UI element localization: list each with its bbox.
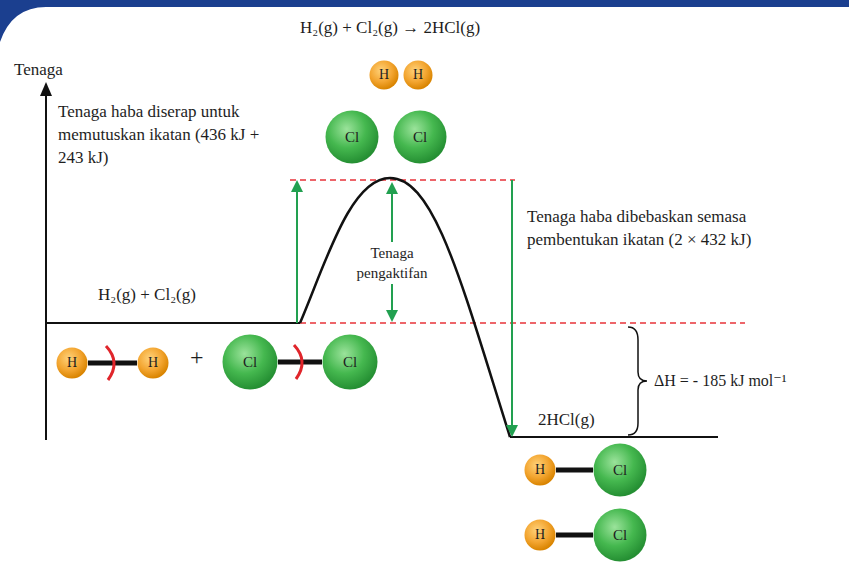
product-label: 2HCl(g) <box>538 408 595 431</box>
corner-band <box>0 0 849 42</box>
hydrogen-atom: H <box>56 347 88 379</box>
atom-symbol: H <box>56 347 88 379</box>
absorbed-energy-note: Tenaga haba diserap untuk memutuskan ika… <box>58 100 280 169</box>
atom-circle <box>370 61 399 90</box>
hydrogen-atom: H <box>524 454 556 486</box>
delta-h-brace <box>628 327 647 435</box>
hydrogen-atom: H <box>137 347 169 379</box>
arrowhead <box>291 180 303 192</box>
atom-circle <box>138 348 169 379</box>
arrowhead <box>386 182 398 194</box>
chemical-bond <box>556 468 593 473</box>
atom-symbol: Cl <box>393 110 447 164</box>
atom-circle <box>594 509 647 562</box>
hydrogen-atom: H <box>369 60 399 90</box>
chlorine-atom: Cl <box>593 508 647 562</box>
atom-circle <box>323 335 378 390</box>
atom-symbol: H <box>137 347 169 379</box>
arrowhead <box>386 310 398 322</box>
atom-circle <box>404 61 433 90</box>
reactants-label: H₂(g) + Cl₂(g) <box>98 283 196 306</box>
reaction-curve <box>300 178 510 437</box>
atom-symbol: Cl <box>593 443 647 497</box>
arrowhead <box>506 425 518 437</box>
atom-symbol: Cl <box>325 110 379 164</box>
atom-symbol: H <box>403 60 433 90</box>
chlorine-atom: Cl <box>222 334 278 390</box>
atom-symbol: Cl <box>322 334 378 390</box>
released-energy-note: Tenaga haba dibebaskan semasa pembentuka… <box>527 205 755 251</box>
hydrogen-atom: H <box>403 60 433 90</box>
chlorine-atom: Cl <box>325 110 379 164</box>
atom-circle <box>57 348 88 379</box>
axis-label: Tenaga <box>14 58 63 81</box>
atom-symbol: H <box>524 519 556 551</box>
axis-arrowhead <box>40 82 52 96</box>
reactant-guide <box>300 322 745 324</box>
chlorine-atom: Cl <box>393 110 447 164</box>
equation-title: H₂(g) + Cl₂(g) → 2HCl(g) <box>300 16 480 39</box>
chemical-bond <box>278 360 322 365</box>
atom-symbol: Cl <box>593 508 647 562</box>
bond-break-mark <box>294 345 302 379</box>
released-arrow <box>511 180 513 429</box>
absorbed-arrow <box>296 188 298 323</box>
activation-energy-label: Tenaga pengaktifan <box>347 242 437 284</box>
chemical-bond <box>556 533 593 538</box>
atom-circle <box>326 111 379 164</box>
atom-symbol: H <box>524 454 556 486</box>
chlorine-atom: Cl <box>593 443 647 497</box>
product-level <box>510 436 718 438</box>
reactant-level <box>46 322 300 324</box>
chlorine-atom: Cl <box>322 334 378 390</box>
atom-symbol: H <box>369 60 399 90</box>
plus-sign: + <box>190 346 204 369</box>
atom-symbol: Cl <box>222 334 278 390</box>
atom-circle <box>525 455 556 486</box>
energy-axis <box>45 94 47 440</box>
atom-circle <box>594 444 647 497</box>
atom-circle <box>223 335 278 390</box>
atom-circle <box>394 111 447 164</box>
bond-break-mark <box>106 346 114 380</box>
enthalpy-change-label: ΔH = - 185 kJ mol⁻¹ <box>654 369 787 392</box>
atom-circle <box>525 520 556 551</box>
hydrogen-atom: H <box>524 519 556 551</box>
